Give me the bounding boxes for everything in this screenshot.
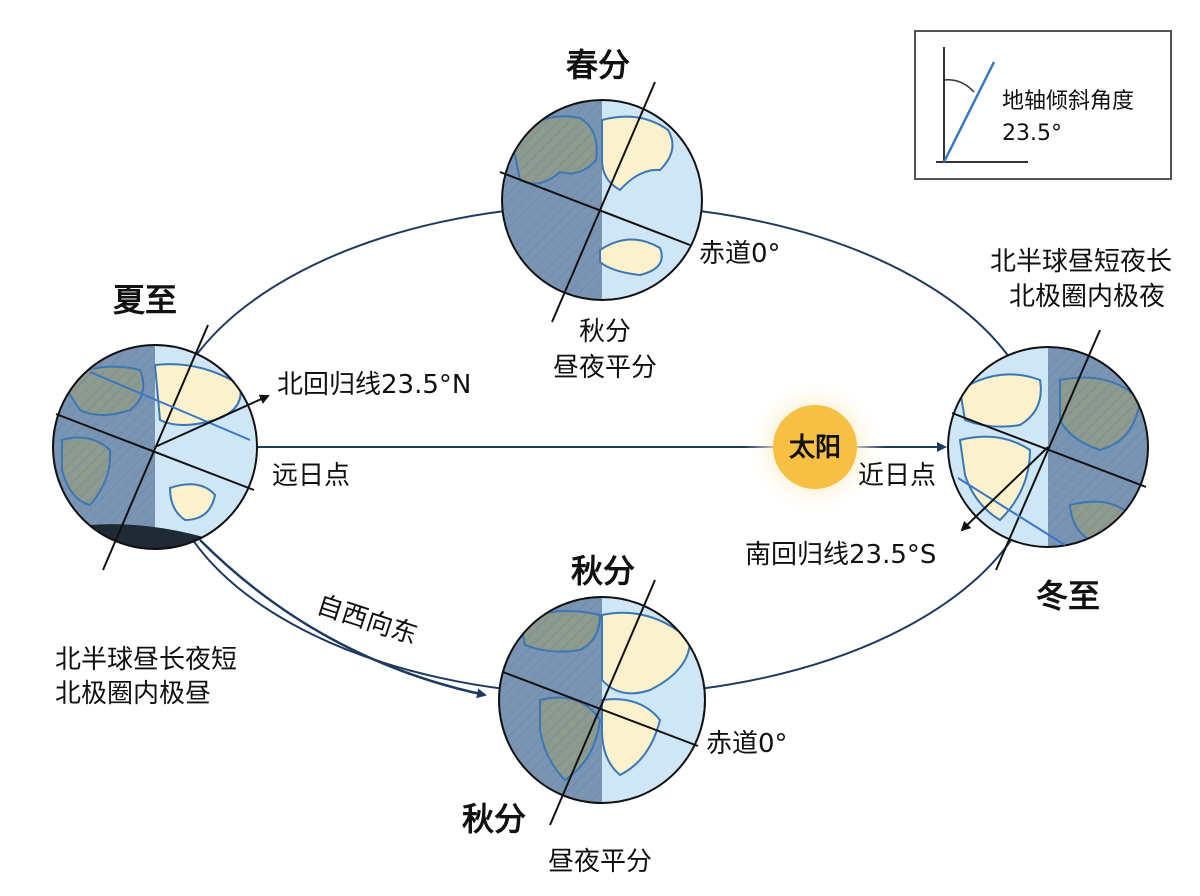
label-autumn-under-spring: 秋分 [579,317,631,347]
tropic-cancer-arrow [154,394,270,448]
angle-arc [943,79,975,93]
globe-winter-solstice [948,347,1148,547]
tilted-axis-line [942,61,996,163]
label-equal-day-night-bottom: 昼夜平分 [548,847,652,877]
legend-title: 地轴倾斜角度 [1002,89,1134,114]
label-summer-solstice: 夏至 [113,281,177,319]
orbit-direction-arrow [199,539,487,699]
label-spring-equinox: 春分 [566,46,630,84]
label-aphelion: 远日点 [272,461,350,491]
sun-label: 太阳 [789,433,841,463]
axis-tilt-legend: 地轴倾斜角度 23.5° [914,30,1172,180]
globe-summer-solstice [53,345,257,549]
tropic-cancer-line [89,371,251,441]
label-equator-bottom: 赤道0° [706,729,788,759]
label-nh-long-day-1: 北半球昼长夜短 [55,645,237,675]
label-equal-day-night-top: 昼夜平分 [553,353,657,383]
label-autumn-equinox-top: 秋分 [571,552,635,590]
label-nh-short-day-1: 北半球昼短夜长 [990,247,1172,277]
label-perihelion: 近日点 [858,461,936,491]
label-winter-solstice: 冬至 [1036,577,1100,615]
label-equator-top: 赤道0° [699,239,781,269]
sun [773,405,857,489]
label-autumn-equinox-bottom: 秋分 [462,800,526,838]
label-tropic-cancer: 北回归线23.5°N [277,370,471,400]
axis-spring [551,81,656,323]
equator-spring [499,171,691,246]
label-nh-short-day-2: 北极圈内极夜 [1009,282,1165,312]
label-nh-long-day-2: 北极圈内极昼 [55,679,211,709]
globe-spring-equinox [502,100,702,300]
legend-angle: 23.5° [1002,121,1062,146]
equator-summer [55,413,255,491]
tropic-capricorn-arrow [960,446,1049,532]
equator-autumn [502,671,699,747]
tropic-capricorn-line [957,477,1066,546]
equator-winter [951,412,1147,488]
tilt-legend-graphic: 地轴倾斜角度 23.5° [936,47,1134,163]
axis-autumn [549,579,656,826]
globe-autumn-equinox [499,597,705,803]
label-tropic-capricorn: 南回归线23.5°S [745,540,936,570]
